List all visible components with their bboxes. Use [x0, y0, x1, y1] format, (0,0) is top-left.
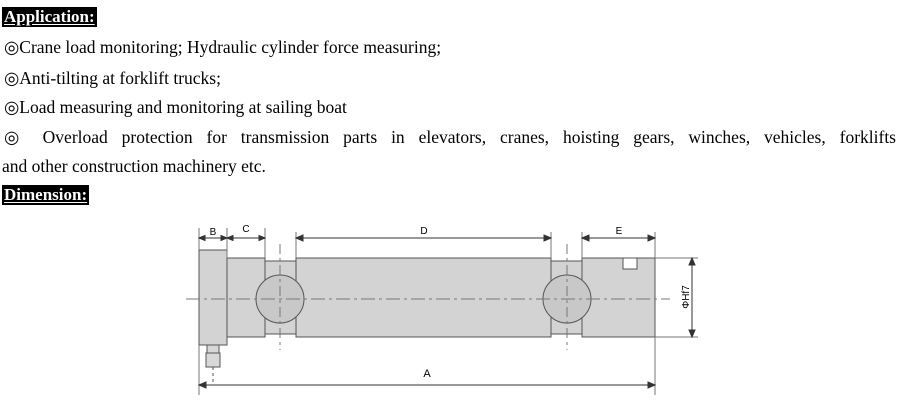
dimension-heading: Dimension:	[2, 185, 90, 205]
application-item-crane: ◎Crane load monitoring; Hydraulic cylind…	[4, 37, 442, 57]
notch	[622, 257, 638, 270]
application-item-overload: ◎ Overload protection for transmission p…	[4, 127, 896, 147]
application-heading: Application:	[2, 7, 97, 27]
dim-label-b: B	[210, 227, 217, 238]
cable-connector	[205, 344, 221, 382]
dim-label-diameter: ΦHf7	[681, 285, 692, 309]
dim-label-d: D	[420, 226, 427, 237]
dim-label-e: E	[616, 226, 623, 237]
dim-label-c: C	[242, 224, 249, 235]
application-item-boat: ◎Load measuring and monitoring at sailin…	[4, 97, 347, 117]
application-item-forklift: ◎Anti-tilting at forklift trucks;	[4, 68, 221, 88]
dim-label-a: A	[423, 368, 431, 380]
application-item-overload-continued: and other construction machinery etc.	[2, 156, 266, 176]
